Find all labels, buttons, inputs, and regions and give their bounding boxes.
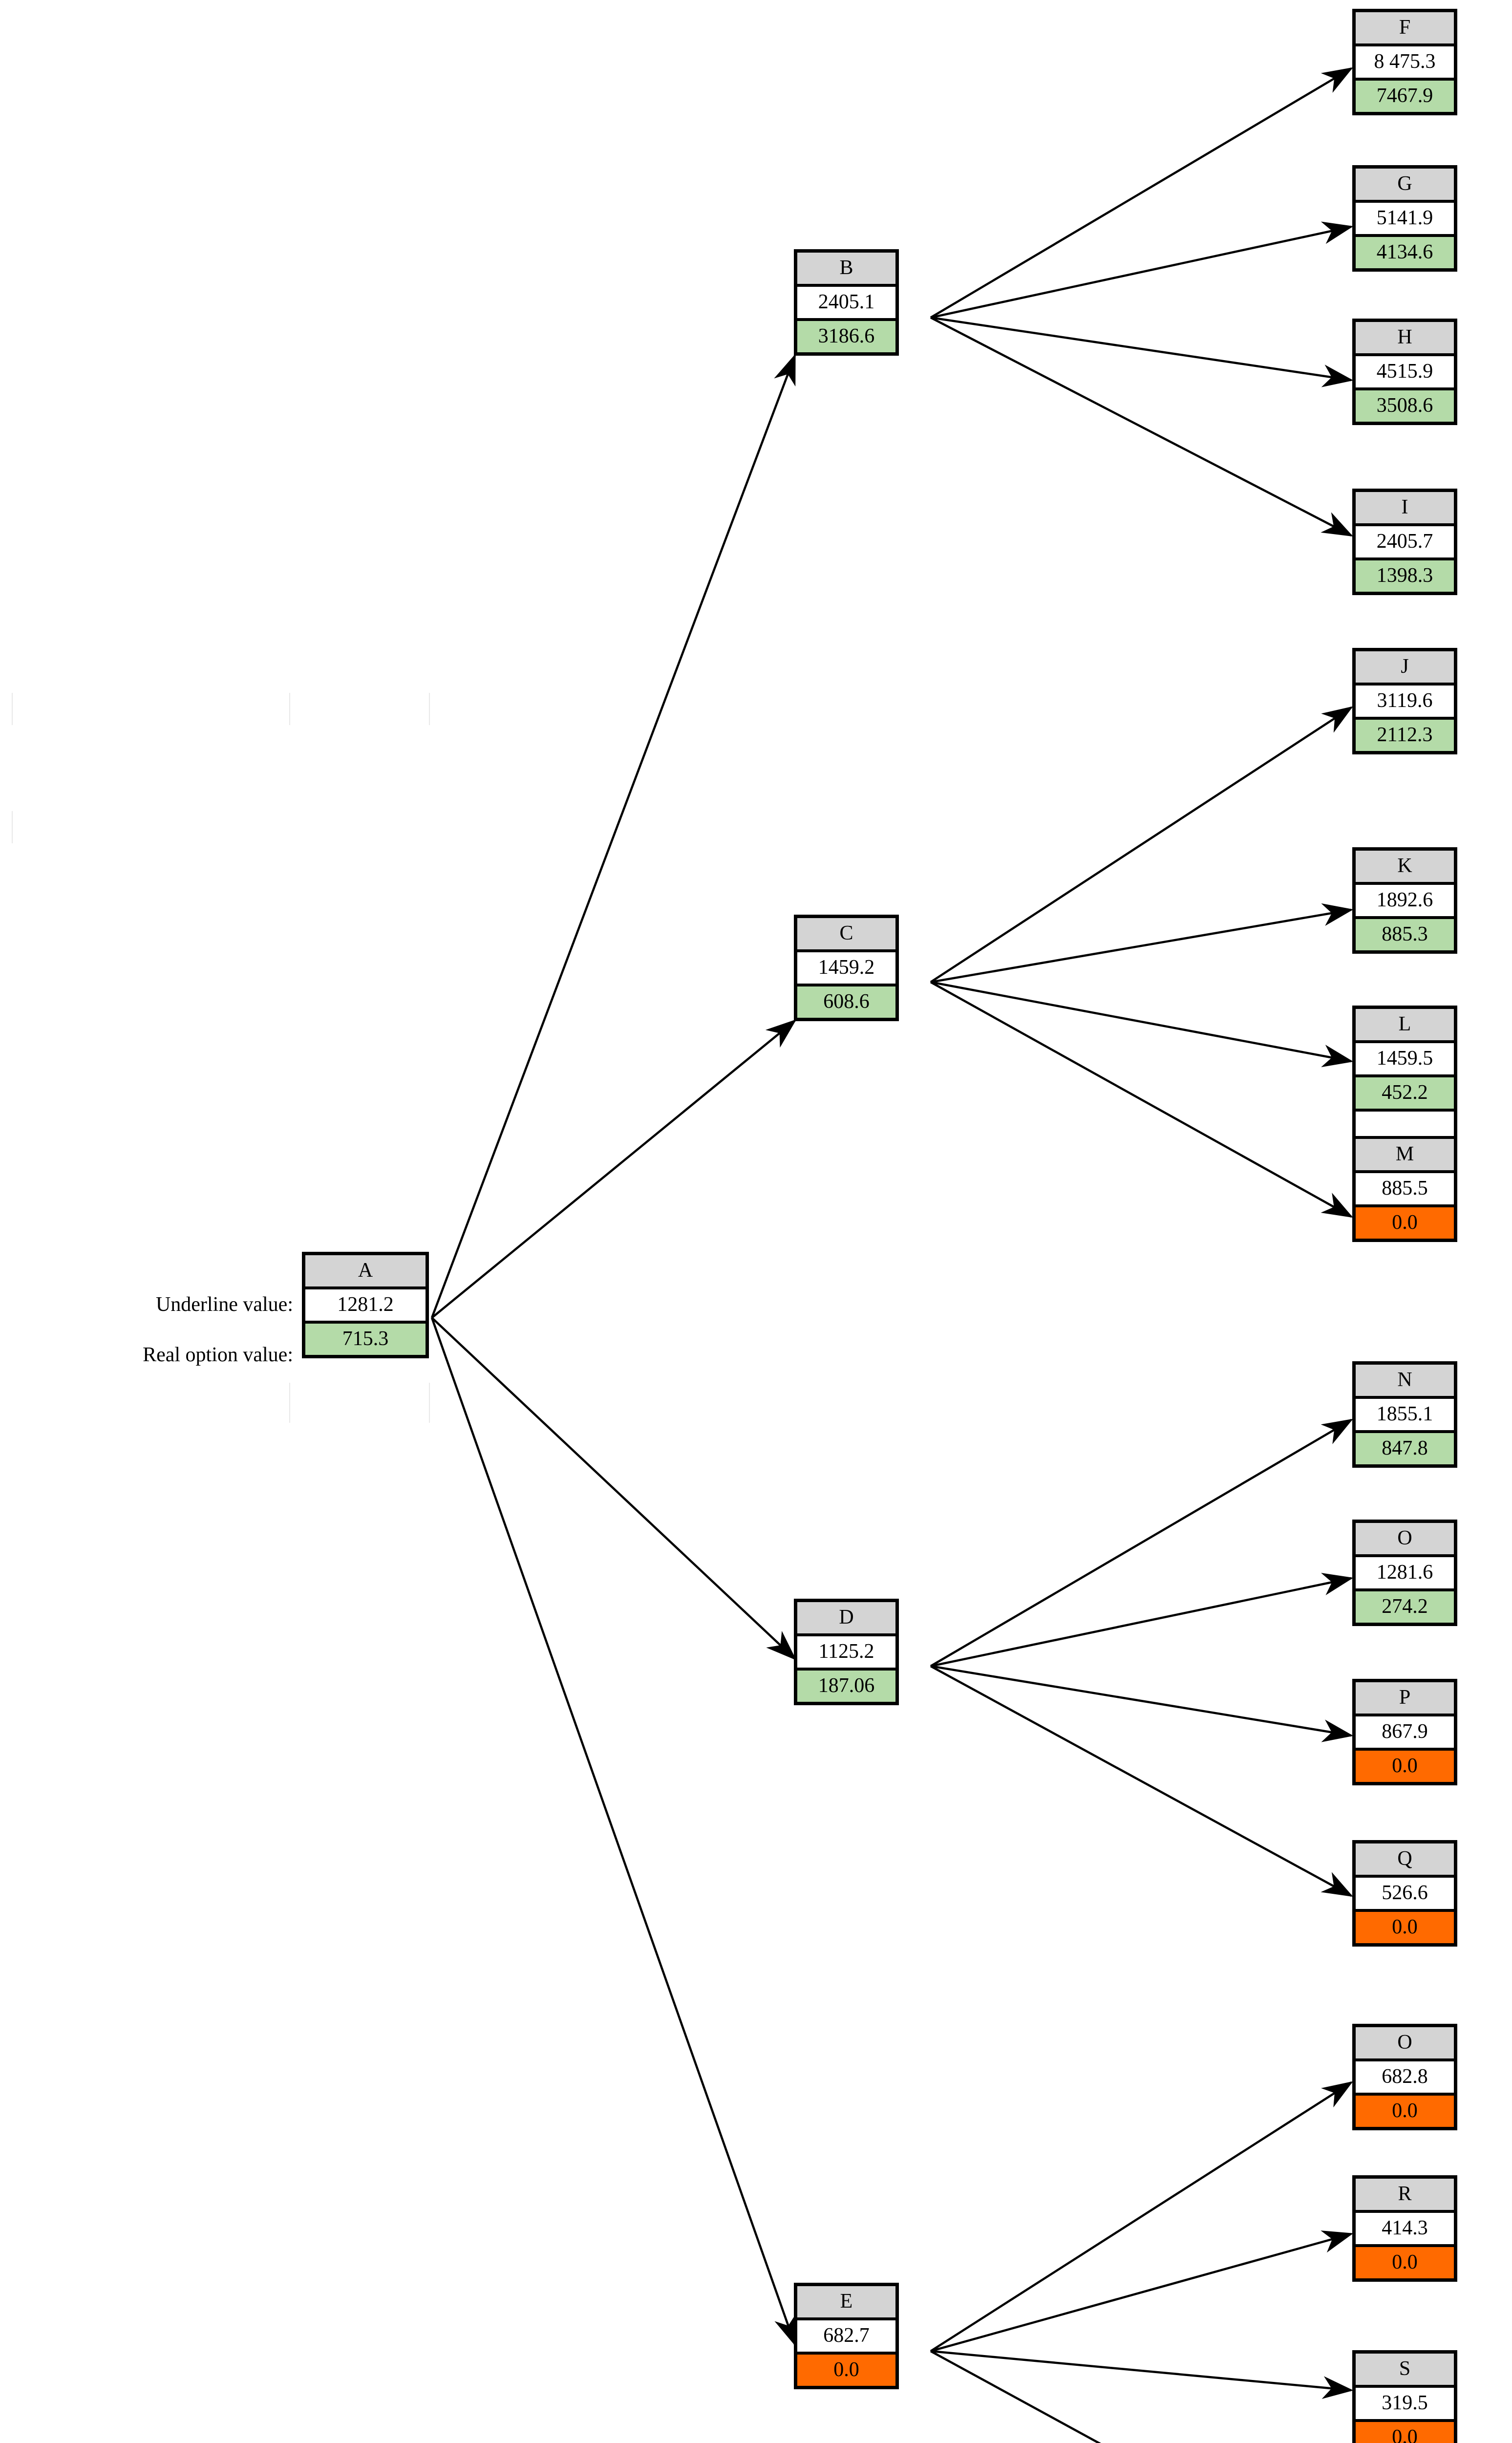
legend-underline-label: Underline value: — [155, 1293, 293, 1316]
node-G-option-value: 4134.6 — [1356, 237, 1454, 268]
node-E-underline-value: 682.7 — [797, 2320, 895, 2355]
gridline — [289, 693, 290, 725]
node-D-underline-value: 1125.2 — [797, 1636, 895, 1671]
node-P-option-value: 0.0 — [1356, 1751, 1454, 1782]
node-F-option-value: 7467.9 — [1356, 81, 1454, 112]
tree-node-O-upper[interactable]: O 1281.6 274.2 — [1352, 1520, 1457, 1626]
tree-node-S[interactable]: S 319.5 0.0 — [1352, 2350, 1457, 2443]
node-D-option-value: 187.06 — [797, 1671, 895, 1702]
node-A-underline-value: 1281.2 — [305, 1289, 426, 1324]
tree-node-R[interactable]: R 414.3 0.0 — [1352, 2175, 1457, 2282]
node-K-label: K — [1356, 851, 1454, 885]
node-M-underline-value: 885.5 — [1356, 1173, 1454, 1207]
node-G-underline-value: 5141.9 — [1356, 203, 1454, 237]
legend-option-label: Real option value: — [143, 1344, 293, 1366]
node-L-option-value: 452.2 — [1356, 1077, 1454, 1112]
tree-node-O-lower[interactable]: O 682.8 0.0 — [1352, 2024, 1457, 2130]
node-A-label: A — [305, 1255, 426, 1289]
node-C-option-value: 608.6 — [797, 986, 895, 1018]
gridline — [429, 693, 430, 725]
node-O-lower-underline-value: 682.8 — [1356, 2061, 1454, 2096]
gridline — [429, 1383, 430, 1423]
node-O-upper-label: O — [1356, 1523, 1454, 1557]
node-O-lower-label: O — [1356, 2027, 1454, 2061]
node-C-underline-value: 1459.2 — [797, 952, 895, 986]
node-G-label: G — [1356, 169, 1454, 203]
tree-node-F[interactable]: F 8 475.3 7467.9 — [1352, 9, 1457, 115]
node-S-underline-value: 319.5 — [1356, 2388, 1454, 2422]
node-P-underline-value: 867.9 — [1356, 1716, 1454, 1751]
node-H-label: H — [1356, 322, 1454, 356]
node-Q-option-value: 0.0 — [1356, 1912, 1454, 1943]
node-S-label: S — [1356, 2354, 1454, 2388]
tree-node-J[interactable]: J 3119.6 2112.3 — [1352, 648, 1457, 754]
node-E-label: E — [797, 2286, 895, 2320]
tree-node-H[interactable]: H 4515.9 3508.6 — [1352, 319, 1457, 425]
tree-node-A[interactable]: A 1281.2 715.3 — [302, 1252, 429, 1358]
node-O-upper-underline-value: 1281.6 — [1356, 1557, 1454, 1591]
tree-node-N[interactable]: N 1855.1 847.8 — [1352, 1361, 1457, 1468]
tree-node-I[interactable]: I 2405.7 1398.3 — [1352, 489, 1457, 595]
node-H-option-value: 3508.6 — [1356, 390, 1454, 422]
node-D-label: D — [797, 1602, 895, 1636]
node-L-underline-value: 1459.5 — [1356, 1043, 1454, 1077]
gridline — [12, 693, 13, 725]
tree-node-P[interactable]: P 867.9 0.0 — [1352, 1679, 1457, 1785]
tree-node-K[interactable]: K 1892.6 885.3 — [1352, 847, 1457, 954]
node-I-option-value: 1398.3 — [1356, 560, 1454, 592]
node-H-underline-value: 4515.9 — [1356, 356, 1454, 390]
gridline — [12, 811, 13, 843]
node-K-underline-value: 1892.6 — [1356, 885, 1454, 919]
tree-node-B[interactable]: B 2405.1 3186.6 — [794, 249, 899, 356]
node-I-label: I — [1356, 492, 1454, 526]
tree-node-L-M-stack[interactable]: L 1459.5 452.2 M 885.5 0.0 — [1352, 1006, 1457, 1242]
gridline — [289, 1383, 290, 1423]
tree-node-E[interactable]: E 682.7 0.0 — [794, 2283, 899, 2389]
tree-node-C[interactable]: C 1459.2 608.6 — [794, 915, 899, 1021]
node-L-label: L — [1356, 1009, 1454, 1043]
node-S-option-value: 0.0 — [1356, 2422, 1454, 2443]
tree-node-G[interactable]: G 5141.9 4134.6 — [1352, 165, 1457, 272]
node-M-option-value: 0.0 — [1356, 1207, 1454, 1239]
tree-node-Q[interactable]: Q 526.6 0.0 — [1352, 1840, 1457, 1947]
node-P-label: P — [1356, 1682, 1454, 1716]
node-O-lower-option-value: 0.0 — [1356, 2096, 1454, 2127]
node-stack-separator — [1356, 1112, 1454, 1139]
node-A-option-value: 715.3 — [305, 1324, 426, 1355]
node-N-option-value: 847.8 — [1356, 1433, 1454, 1464]
node-J-option-value: 2112.3 — [1356, 720, 1454, 751]
node-M-label: M — [1356, 1139, 1454, 1173]
node-R-label: R — [1356, 2179, 1454, 2213]
node-J-underline-value: 3119.6 — [1356, 686, 1454, 720]
node-I-underline-value: 2405.7 — [1356, 526, 1454, 560]
node-F-label: F — [1356, 12, 1454, 46]
node-J-label: J — [1356, 651, 1454, 686]
node-K-option-value: 885.3 — [1356, 919, 1454, 950]
node-B-underline-value: 2405.1 — [797, 287, 895, 321]
node-N-label: N — [1356, 1365, 1454, 1399]
node-R-option-value: 0.0 — [1356, 2247, 1454, 2278]
node-B-label: B — [797, 253, 895, 287]
node-E-option-value: 0.0 — [797, 2355, 895, 2386]
node-C-label: C — [797, 918, 895, 952]
node-R-underline-value: 414.3 — [1356, 2213, 1454, 2247]
node-B-option-value: 3186.6 — [797, 321, 895, 352]
node-N-underline-value: 1855.1 — [1356, 1399, 1454, 1433]
node-O-upper-option-value: 274.2 — [1356, 1591, 1454, 1623]
node-Q-label: Q — [1356, 1843, 1454, 1878]
tree-node-D[interactable]: D 1125.2 187.06 — [794, 1599, 899, 1705]
node-Q-underline-value: 526.6 — [1356, 1878, 1454, 1912]
node-F-underline-value: 8 475.3 — [1356, 46, 1454, 81]
